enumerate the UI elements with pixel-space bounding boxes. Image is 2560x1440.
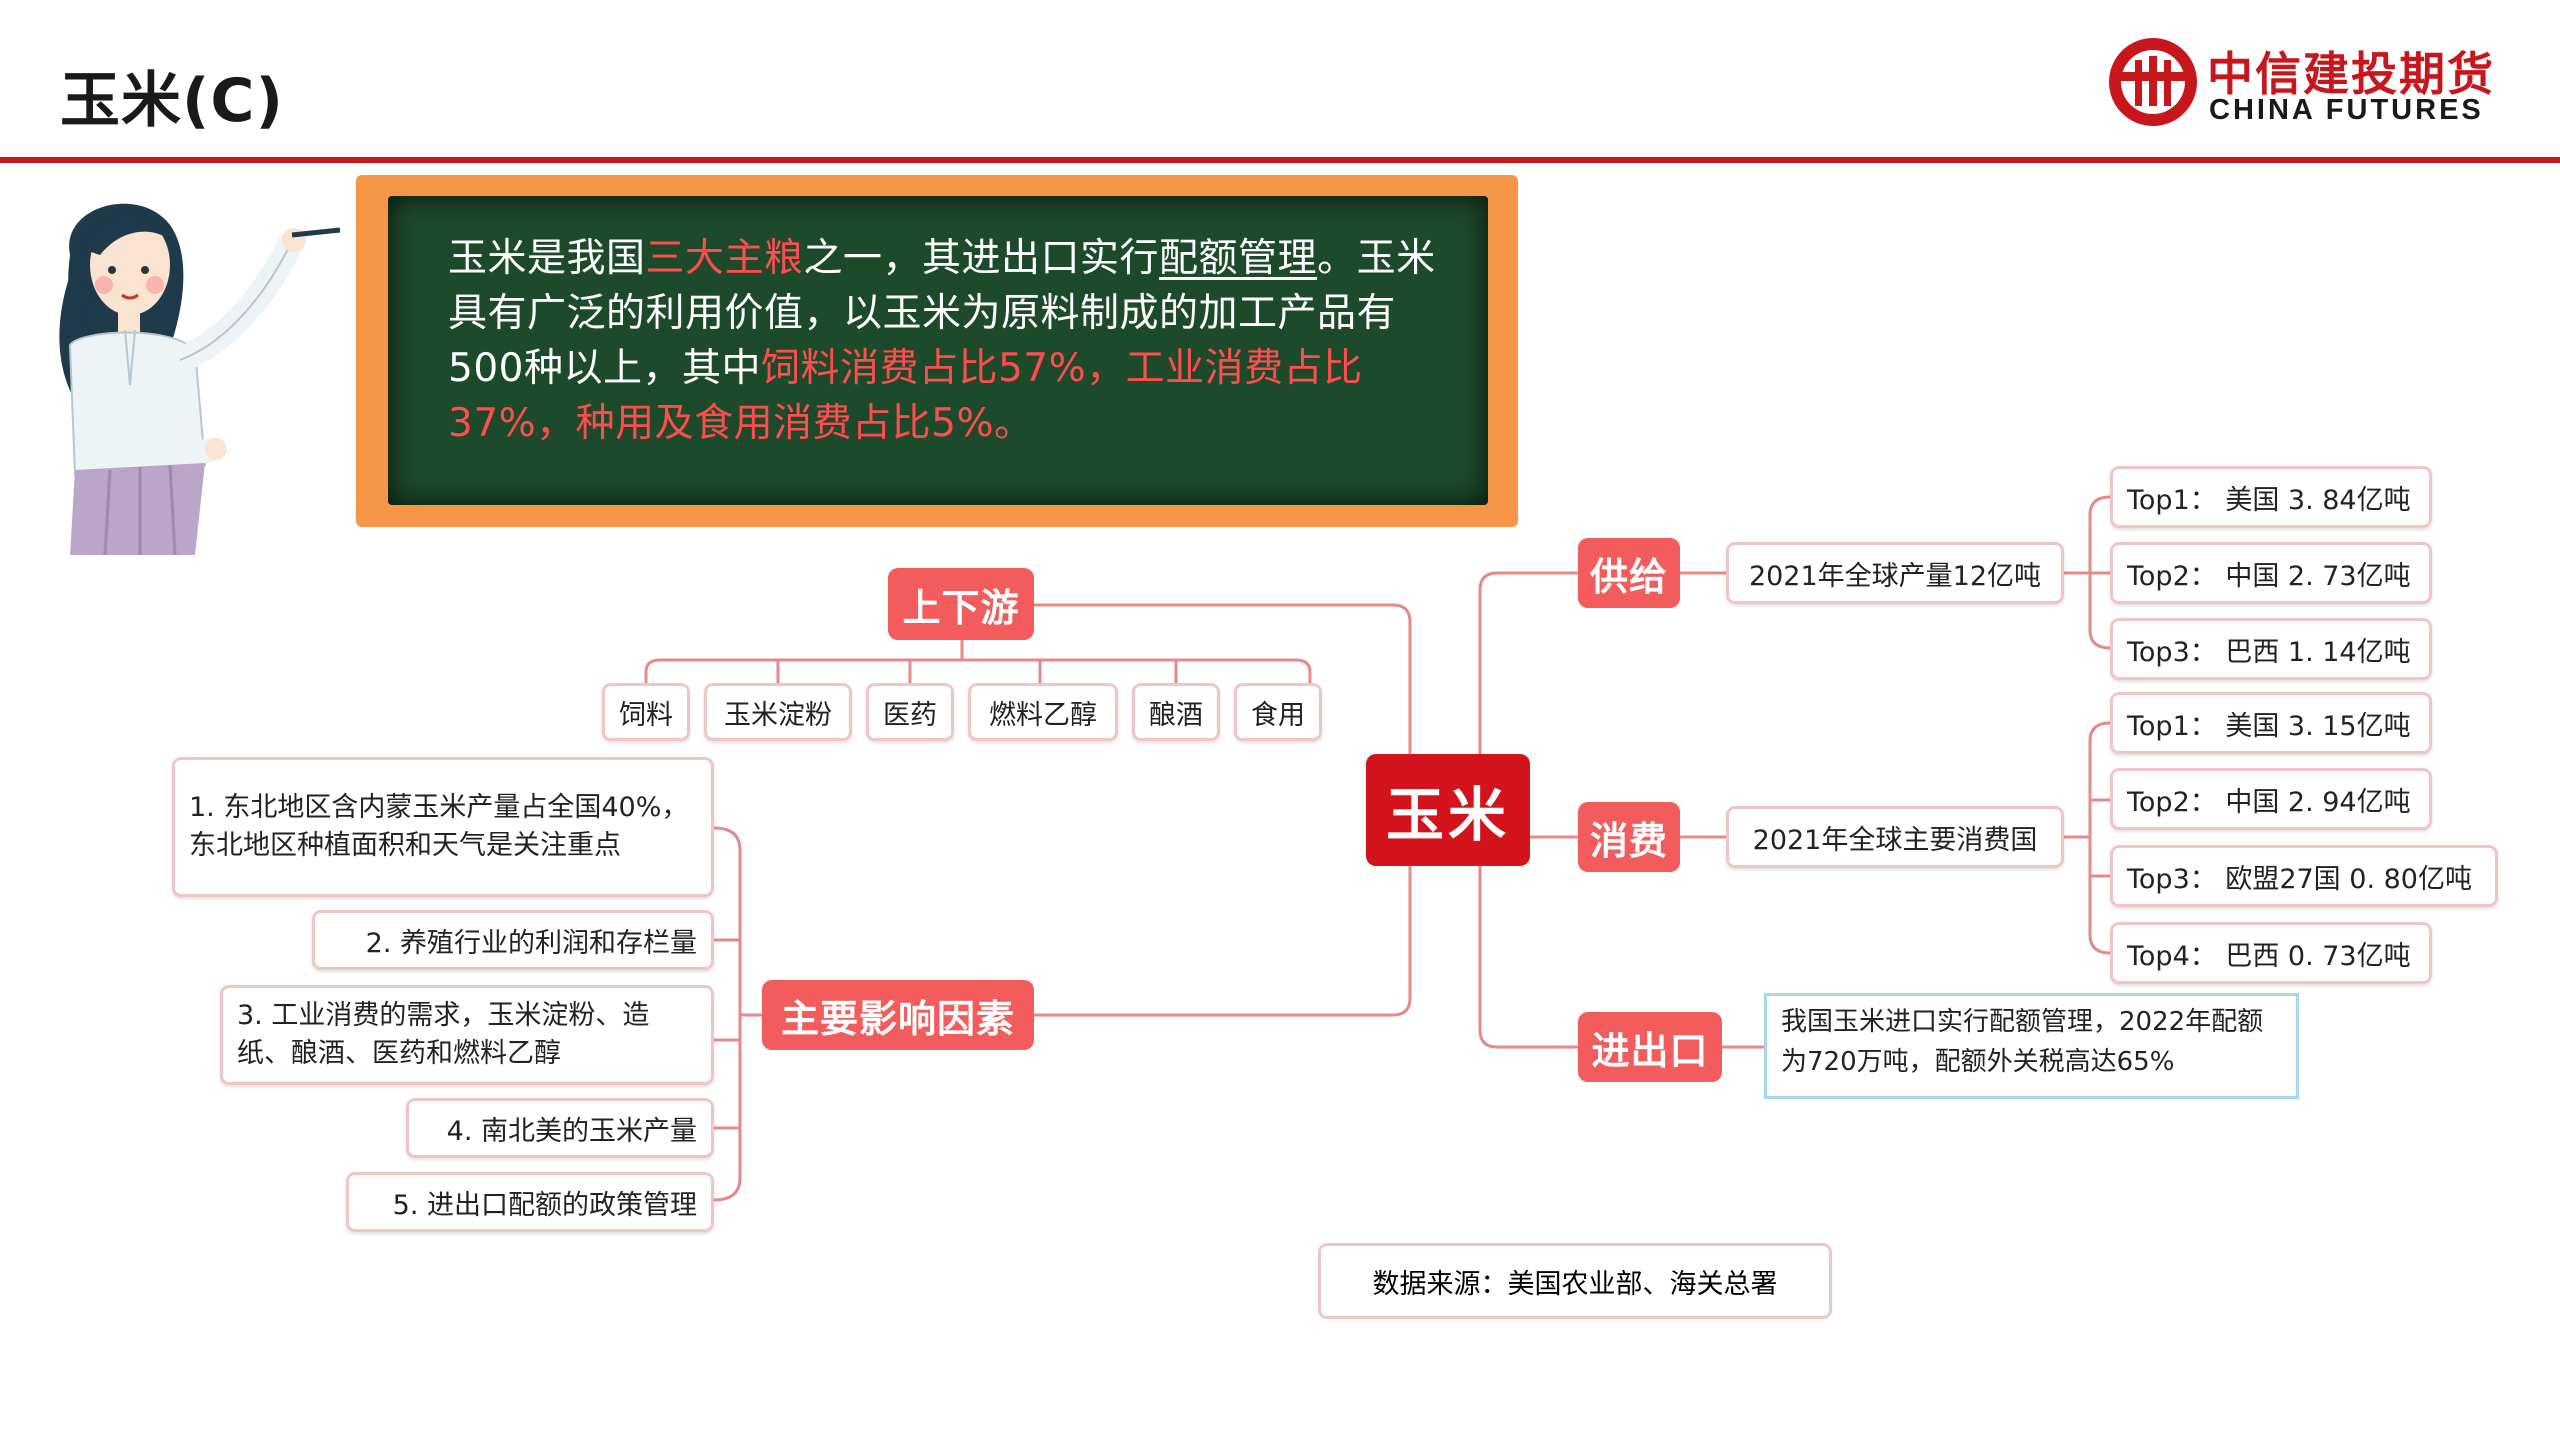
supply-top1: Top1： 美国 3. 84亿吨: [2110, 466, 2432, 528]
upstream-item-corn-starch: 玉米淀粉: [704, 683, 852, 741]
factor-item-5: 5. 进出口配额的政策管理: [346, 1172, 714, 1232]
consumption-major-countries: 2021年全球主要消费国: [1726, 806, 2064, 868]
consumption-top3: Top3： 欧盟27国 0. 80亿吨: [2110, 845, 2498, 907]
supply-top3: Top3： 巴西 1. 14亿吨: [2110, 618, 2432, 680]
blackboard: [388, 196, 1488, 505]
upstream-item-fuel-ethanol: 燃料乙醇: [968, 683, 1118, 741]
supply-top2: Top2： 中国 2. 73亿吨: [2110, 542, 2432, 604]
logo-chinese-name: 中信建投期货: [2207, 47, 2495, 101]
data-source-note: 数据来源：美国农业部、海关总署: [1318, 1243, 1832, 1319]
factor-item-3: 3. 工业消费的需求，玉米淀粉、造纸、酿酒、医药和燃料乙醇: [220, 985, 714, 1085]
consumption-top2: Top2： 中国 2. 94亿吨: [2110, 768, 2432, 830]
node-import-export: 进出口: [1578, 1012, 1722, 1082]
factor-item-4: 4. 南北美的玉米产量: [406, 1098, 714, 1158]
company-logo: 中信建投期货 CHINA FUTURES: [2105, 38, 2505, 128]
supply-global-production: 2021年全球产量12亿吨: [1726, 542, 2064, 604]
board-underline-quota: 配额管理: [1159, 236, 1318, 281]
board-text-3: 。玉米具有广泛的利用价值，以玉米为原料制成的加工产品有500种以上，其中: [448, 236, 1436, 391]
logo-english-name: CHINA FUTURES: [2209, 94, 2484, 126]
factor-item-2: 2. 养殖行业的利润和存栏量: [312, 910, 714, 970]
consumption-top1: Top1： 美国 3. 15亿吨: [2110, 692, 2432, 754]
board-highlight-staple: 三大主粮: [645, 236, 804, 281]
upstream-item-feed: 饲料: [602, 683, 690, 741]
node-upstream-downstream: 上下游: [888, 568, 1034, 640]
node-supply: 供给: [1578, 538, 1680, 608]
board-highlight-consumption: 饲料消费占比57%，工业消费占比37%，种用及食用消费占比5%。: [448, 346, 1363, 446]
page-title: 玉米(C): [60, 66, 284, 136]
citic-logo-icon: [2109, 38, 2197, 126]
teacher-illustration: [59, 203, 341, 555]
upstream-item-edible: 食用: [1234, 683, 1322, 741]
trade-quota-note: 我国玉米进口实行配额管理，2022年配额为720万吨，配额外关税高达65%: [1764, 993, 2299, 1099]
consumption-top4: Top4： 巴西 0. 73亿吨: [2110, 922, 2432, 984]
board-text-1: 玉米是我国: [448, 236, 646, 281]
node-consumption: 消费: [1578, 802, 1680, 872]
header-divider: [0, 157, 2560, 163]
upstream-item-brewing: 酿酒: [1132, 683, 1220, 741]
node-main-factors: 主要影响因素: [762, 980, 1034, 1050]
blackboard-text: 玉米是我国三大主粮之一，其进出口实行配额管理。玉米具有广泛的利用价值，以玉米为原…: [448, 231, 1458, 451]
upstream-item-medicine: 医药: [866, 683, 954, 741]
board-text-2: 之一，其进出口实行: [803, 236, 1160, 281]
center-node-corn: 玉米: [1366, 754, 1530, 866]
factor-item-1: 1. 东北地区含内蒙玉米产量占全国40%，东北地区种植面积和天气是关注重点: [172, 757, 714, 897]
